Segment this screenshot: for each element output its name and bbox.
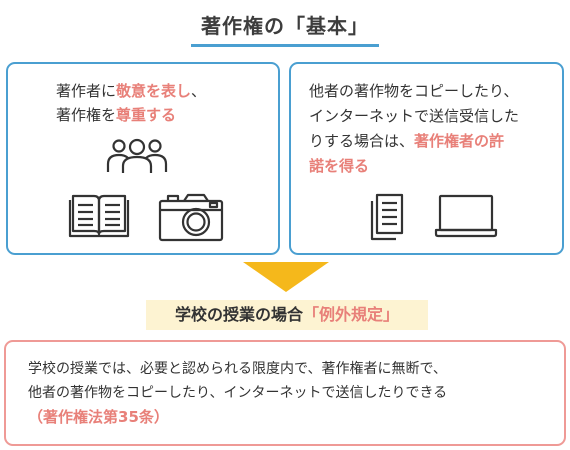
- permission-line3-a: りする場合は、: [309, 132, 415, 150]
- respect-line1-b: 、: [191, 82, 207, 100]
- respect-line1-a: 著作者に: [56, 82, 117, 100]
- respect-box: 著作者に敬意を表し、 著作権を尊重する: [6, 62, 280, 255]
- book-icon: [68, 194, 130, 238]
- exception-line2: 他者の著作物をコピーしたり、インターネットで送信したりできる: [28, 385, 448, 401]
- permission-line4-highlight: 諾を得る: [309, 157, 370, 175]
- permission-line3-highlight: 著作権者の許: [414, 132, 505, 150]
- exception-box: 学校の授業では、必要と認められる限度内で、著作権者に無断で、 他者の著作物をコピ…: [4, 340, 566, 446]
- respect-text: 著作者に敬意を表し、 著作権を尊重する: [56, 79, 206, 127]
- respect-line2-highlight: 尊重する: [116, 106, 177, 124]
- exception-highlight: 「例外規定」: [303, 305, 400, 324]
- permission-line1: 他者の著作物をコピーしたり、: [309, 82, 519, 100]
- exception-prefix: 学校の授業の場合: [174, 305, 303, 324]
- exception-label: 学校の授業の場合「例外規定」: [146, 300, 428, 330]
- people-icon: [106, 138, 168, 173]
- permission-text: 他者の著作物をコピーしたり、 インターネットで送信受信した りする場合は、著作権…: [309, 79, 519, 179]
- page-title: 著作権の「基本」: [201, 14, 369, 38]
- document-icon: [370, 193, 404, 241]
- law-reference: （著作権法第35条）: [28, 408, 169, 426]
- down-arrow-icon: [243, 262, 329, 292]
- permission-box: 他者の著作物をコピーしたり、 インターネットで送信受信した りする場合は、著作権…: [289, 62, 564, 255]
- camera-icon: [158, 193, 224, 242]
- exception-text: 学校の授業では、必要と認められる限度内で、著作権者に無断で、 他者の著作物をコピ…: [28, 357, 447, 429]
- respect-line1-highlight: 敬意を表し: [116, 82, 192, 100]
- title-underline: [191, 44, 379, 47]
- exception-line1: 学校の授業では、必要と認められる限度内で、著作権者に無断で、: [28, 361, 447, 377]
- laptop-icon: [434, 194, 498, 238]
- permission-line2: インターネットで送信受信した: [309, 107, 520, 125]
- respect-line2-a: 著作権を: [56, 106, 117, 124]
